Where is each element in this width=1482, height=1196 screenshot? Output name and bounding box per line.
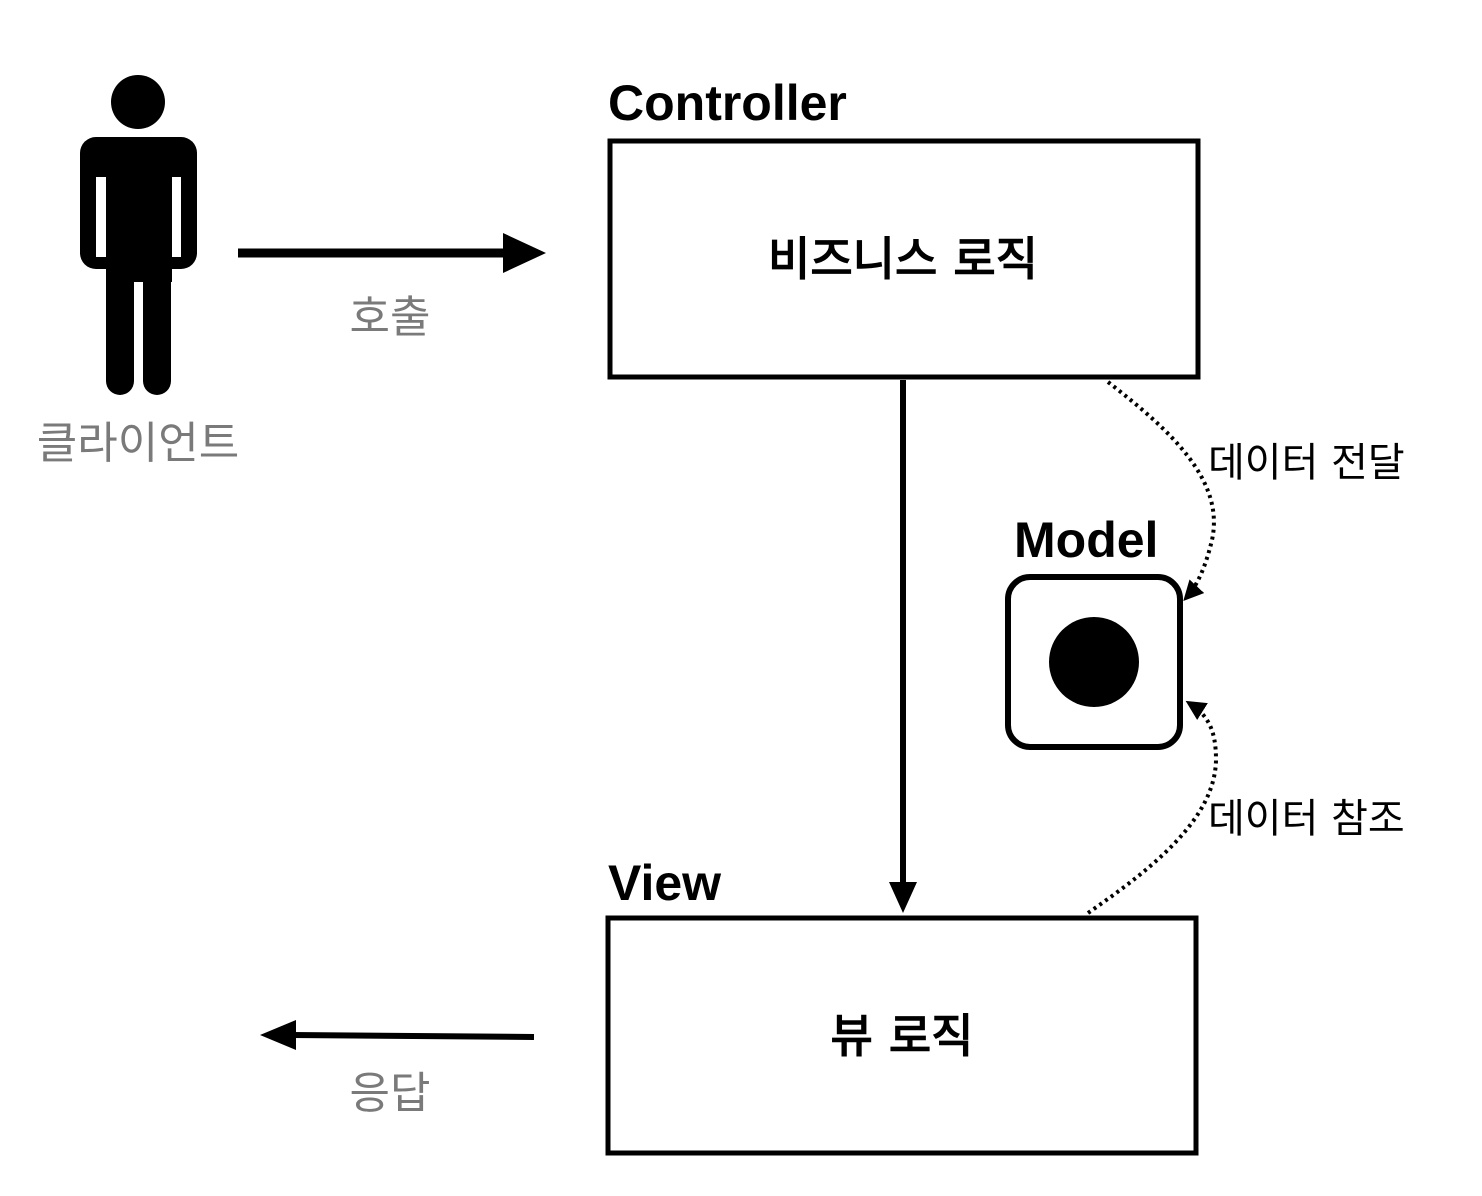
data-reference-arrow [1086, 700, 1219, 915]
client-label: 클라이언트 [37, 418, 239, 469]
view-title: View [608, 855, 721, 911]
data-deliver-arrow [1106, 380, 1216, 601]
controller-to-view-arrow [889, 380, 917, 913]
person-icon [80, 75, 197, 395]
request-arrow [238, 233, 546, 273]
controller-title: Controller [608, 75, 847, 131]
view-body: 뷰 로직 [831, 1009, 974, 1063]
model-dot-icon [1049, 617, 1139, 707]
model-title: Model [1014, 512, 1158, 568]
controller-body: 비즈니스 로직 [768, 232, 1038, 286]
view-box [605, 915, 1199, 1156]
data-reference-label: 데이터 참조 [1208, 796, 1405, 842]
data-deliver-label: 데이터 전달 [1208, 440, 1405, 486]
response-arrow [260, 1020, 535, 1050]
response-label: 응답 [350, 1068, 431, 1119]
request-label: 호출 [350, 292, 431, 343]
controller-box [607, 138, 1201, 380]
